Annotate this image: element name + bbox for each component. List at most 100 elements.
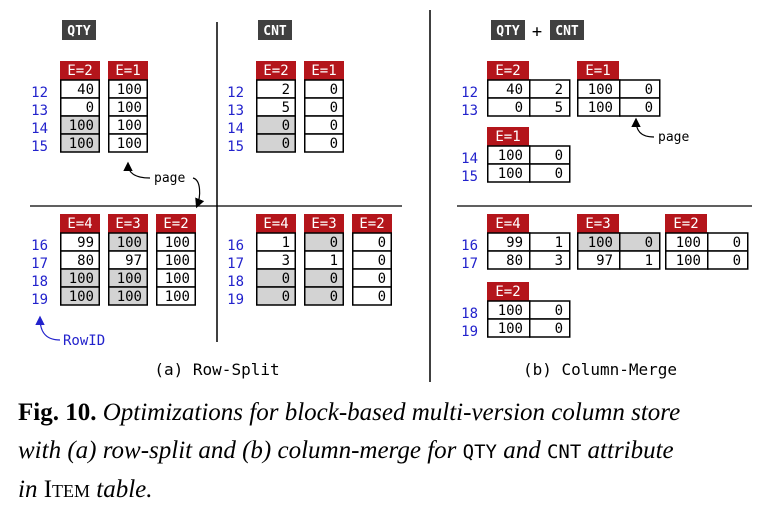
cm-bottom-block-epoch: E=4	[495, 216, 520, 232]
caption-text-2: with (a) row-split and (b) column-merge …	[18, 437, 457, 464]
rs-qty-top-block-cell-value: 40	[77, 82, 94, 98]
cm-top-block-header	[487, 61, 529, 80]
rs-qty-top-block-header	[108, 61, 148, 80]
rs-qty-bottom-block-cell-value: 100	[165, 271, 190, 287]
rs-qty-bottom-block-cell	[108, 286, 148, 306]
rs-qty-bottom-block-epoch: E=4	[67, 216, 92, 232]
rs-cnt-top-block-cell	[256, 133, 296, 153]
rs-cnt-bottom-block-header	[256, 214, 296, 233]
svg-text:QTY: QTY	[496, 24, 520, 39]
cm-bottom-block-qty-value: 80	[506, 253, 523, 269]
rowid-arrow	[35, 315, 61, 341]
rs-cnt-bottom-block-cell-value: 0	[378, 289, 386, 305]
rs-qty-top-block-header	[60, 61, 100, 80]
row-id-label: 16	[31, 238, 48, 254]
row-id-label: 12	[461, 85, 478, 101]
rs-qty-top-block-cell-value: 100	[69, 136, 94, 152]
cm-bottom-block-qty-value: 100	[676, 235, 701, 251]
cm-top-block-cnt-value: 5	[555, 100, 563, 116]
rs-cnt-top-block-cell-value: 0	[282, 118, 290, 134]
row-id-label: 14	[31, 121, 48, 137]
rs-cnt-bottom-block-cell-value: 3	[282, 253, 290, 269]
row-id-label: 16	[461, 238, 478, 254]
cm-bottom-block-cnt-cell	[529, 250, 571, 270]
rs-cnt-bottom-block-cell-value: 0	[330, 271, 338, 287]
cm-bottom-block-cnt-value: 0	[733, 253, 741, 269]
row-id-label: 15	[31, 139, 48, 155]
cm-bottom-block-cnt-value: 0	[645, 235, 653, 251]
caption-and: and	[503, 437, 541, 464]
cm-top-block-qty-value: 100	[588, 100, 613, 116]
rs-cnt-top-block-epoch: E=2	[263, 63, 288, 79]
rs-qty-bottom-block-cell-value: 99	[77, 235, 94, 251]
rs-cnt-bottom-block-epoch: E=4	[263, 216, 288, 232]
rs-cnt-bottom-block-epoch: E=2	[359, 216, 384, 232]
rs-cnt-bottom-block-cell-value: 0	[330, 235, 338, 251]
rs-cnt-top-block-cell	[304, 133, 344, 153]
rs-cnt-top-block-header	[256, 61, 296, 80]
rs-qty-top-block-cell-value: 100	[117, 100, 142, 116]
page-label-b: page	[658, 130, 689, 145]
cm-last-block-epoch: E=2	[495, 284, 520, 300]
rs-qty-bottom-block-cell-value: 100	[117, 289, 142, 305]
cm-bottom-block-cnt-cell	[707, 250, 749, 270]
cm-bottom-block-cnt-value: 3	[555, 253, 563, 269]
caption-line-3: in Item table.	[18, 471, 778, 509]
cm-mid-block-qty-value: 100	[498, 166, 523, 182]
cm-mid-block-cnt-cell	[529, 163, 571, 183]
cm-top-block-epoch: E=1	[585, 63, 610, 79]
rs-qty-bottom-block-cell-value: 100	[165, 253, 190, 269]
cm-top-block-cnt-cell	[619, 79, 661, 99]
cm-bottom-block-cnt-value: 1	[555, 235, 563, 251]
rs-cnt-top-block-cell-value: 0	[330, 136, 338, 152]
cm-last-block-cnt-cell	[529, 300, 571, 320]
row-id-label: 12	[227, 85, 244, 101]
cm-bottom-block-epoch: E=3	[585, 216, 610, 232]
cm-top-block-qty-value: 0	[515, 100, 523, 116]
rs-cnt-bottom-block-cell	[256, 286, 296, 306]
row-id-label: 17	[461, 256, 478, 272]
page-label-a: page	[154, 171, 185, 186]
rs-cnt-bottom-block-cell-value: 0	[282, 271, 290, 287]
rs-qty-bottom-block-cell-value: 100	[69, 289, 94, 305]
rs-cnt-bottom-block-cell-value: 0	[378, 271, 386, 287]
row-id-label: 13	[461, 103, 478, 119]
rs-qty-bottom-block-cell-value: 100	[117, 235, 142, 251]
caption-line-1: Fig. 10. Optimizations for block-based m…	[18, 394, 778, 432]
row-id-label: 12	[31, 85, 48, 101]
rs-cnt-bottom-block-cell	[352, 286, 392, 306]
qty-tag-b: QTY	[491, 20, 525, 40]
cm-bottom-block-qty-value: 100	[676, 253, 701, 269]
row-id-label: 14	[227, 121, 244, 137]
cm-top-block-qty-value: 100	[588, 82, 613, 98]
rs-cnt-bottom-block-cell-value: 1	[330, 253, 338, 269]
rs-qty-bottom-block-cell-value: 100	[69, 271, 94, 287]
cm-bottom-block-cnt-value: 0	[733, 235, 741, 251]
cm-last-block-cnt-value: 0	[555, 321, 563, 337]
caption-attribute: attribute	[587, 437, 674, 464]
cm-top-block-epoch: E=2	[495, 63, 520, 79]
rs-cnt-top-block-header	[304, 61, 344, 80]
cm-top-block-cnt-value: 2	[555, 82, 563, 98]
rs-qty-top-block-cell-value: 100	[117, 82, 142, 98]
row-id-label: 18	[31, 274, 48, 290]
rs-cnt-bottom-block-cell-value: 0	[330, 289, 338, 305]
rs-cnt-top-block-cell-value: 0	[330, 100, 338, 116]
row-id-label: 17	[31, 256, 48, 272]
cm-mid-block-cnt-value: 0	[555, 148, 563, 164]
rs-cnt-top-block-epoch: E=1	[311, 63, 336, 79]
cm-mid-block-cnt-value: 0	[555, 166, 563, 182]
rs-qty-bottom-block-header	[156, 214, 196, 233]
rs-qty-top-block-cell-value: 100	[117, 136, 142, 152]
cm-bottom-block-qty-value: 99	[506, 235, 523, 251]
rs-cnt-top-block-cell-value: 0	[330, 118, 338, 134]
svg-text:CNT: CNT	[555, 24, 579, 39]
qty-tag-a: QTY	[62, 20, 96, 40]
cm-bottom-block-header	[577, 214, 619, 233]
rs-qty-top-block-cell-value: 0	[86, 100, 94, 116]
cm-bottom-block-cnt-value: 1	[645, 253, 653, 269]
rs-cnt-bottom-block-header	[352, 214, 392, 233]
rs-cnt-top-block-cell-value: 0	[330, 82, 338, 98]
rs-qty-bottom-block-epoch: E=3	[115, 216, 140, 232]
